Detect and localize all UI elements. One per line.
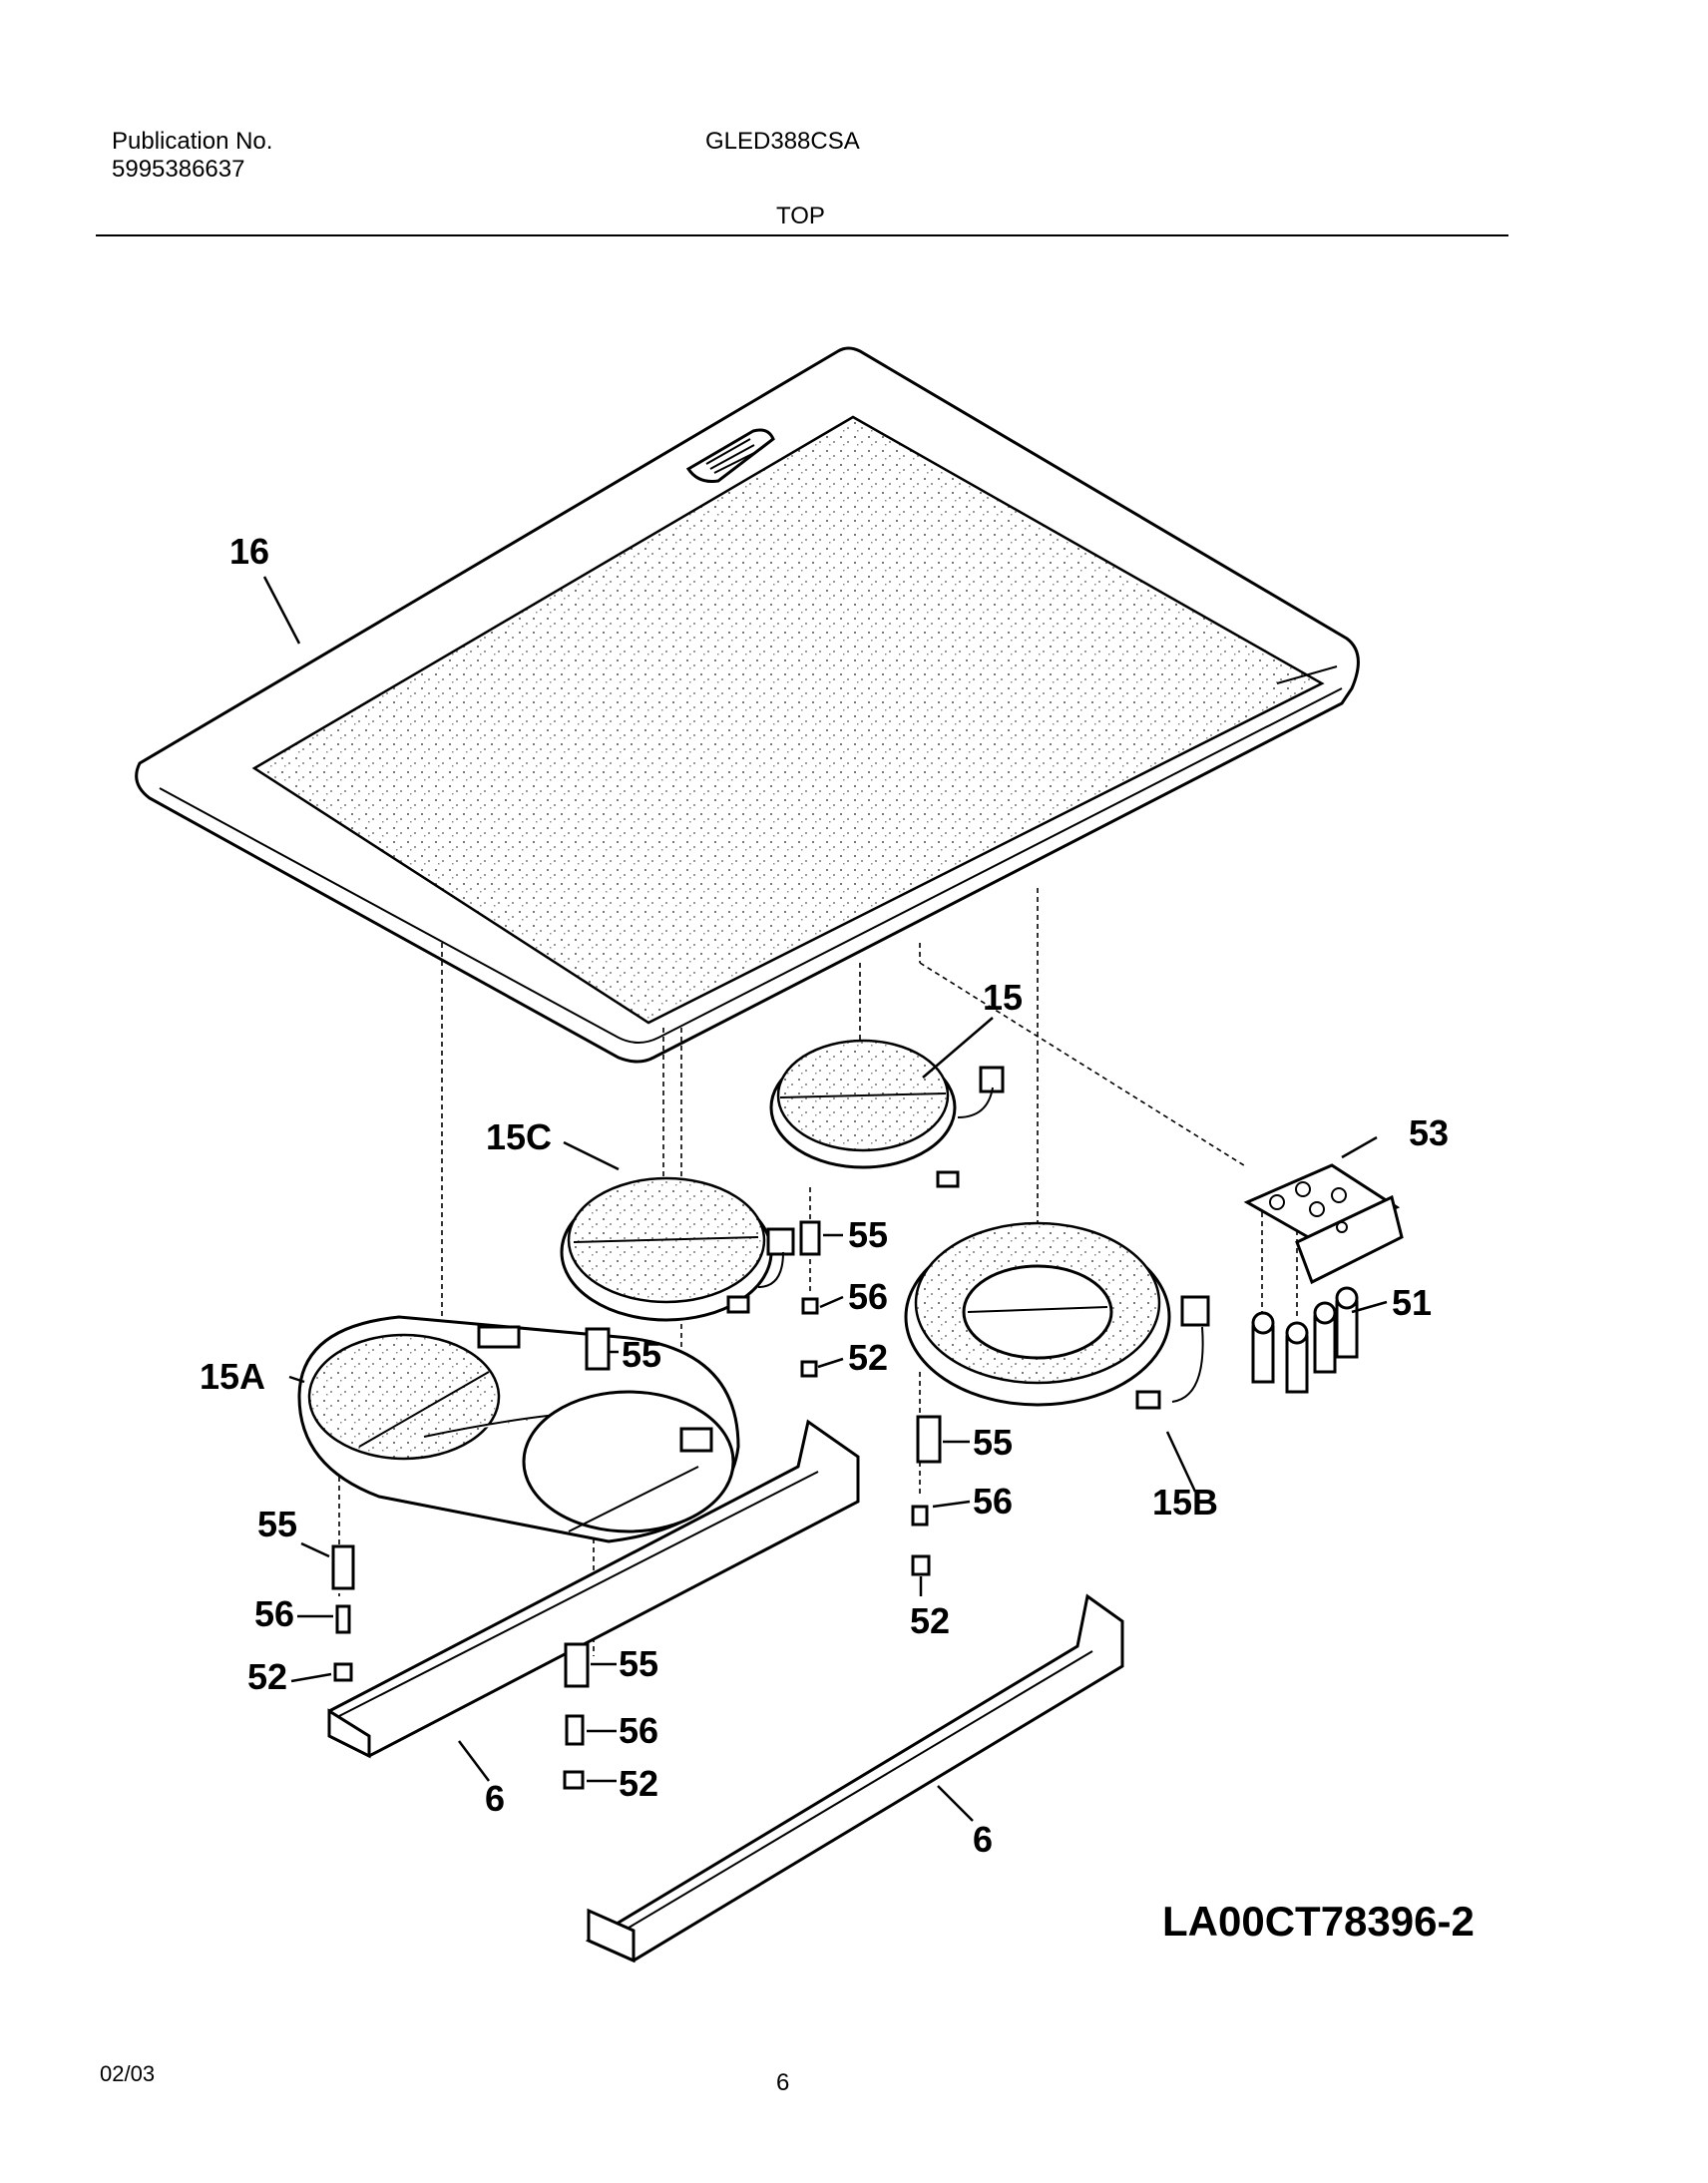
publication-date: 02/03: [100, 2061, 156, 2086]
callout-55-b: 55: [622, 1334, 661, 1375]
header-divider: [96, 234, 1508, 236]
section-title: TOP: [776, 203, 825, 229]
callout-52-c: 52: [910, 1600, 950, 1641]
model-number: GLED388CSA: [705, 128, 860, 155]
vent-grille: [685, 428, 775, 483]
publication-label: Publication No.: [112, 128, 273, 155]
callout-52-d: 52: [247, 1656, 287, 1697]
indicator-lights-51: [1251, 1286, 1359, 1394]
callout-56-a: 56: [848, 1276, 888, 1317]
alignment-lines: [338, 888, 1298, 1656]
publication-number: 5995386637: [112, 156, 245, 183]
callout-51: 51: [1392, 1282, 1432, 1323]
support-bracket-6-right: [585, 1593, 1124, 1964]
callout-16: 16: [229, 531, 269, 572]
callout-leaders: [262, 576, 1388, 1822]
callout-15c: 15C: [486, 1116, 552, 1157]
dual-radiant-element-15a: [297, 1315, 740, 1543]
switch-bracket-53: [1243, 1163, 1404, 1285]
callout-6-b: 6: [973, 1819, 993, 1860]
callout-55-a: 55: [848, 1214, 888, 1255]
page-number: 6: [776, 2069, 790, 2096]
callout-52-a: 52: [848, 1337, 888, 1378]
diagram-code: LA00CT78396-2: [1162, 1898, 1475, 1945]
callout-6-a: 6: [485, 1778, 505, 1819]
callout-55-d: 55: [257, 1504, 297, 1544]
callout-56-d: 56: [254, 1593, 294, 1634]
callout-56-e: 56: [619, 1710, 658, 1751]
callout-15: 15: [983, 977, 1023, 1018]
radiant-element-15b: [904, 1221, 1210, 1410]
callout-53: 53: [1409, 1112, 1449, 1153]
callout-15a: 15A: [200, 1356, 265, 1397]
callout-56-c: 56: [973, 1481, 1013, 1522]
hardware-fasteners: [331, 1220, 942, 1790]
radiant-element-15c: [560, 1176, 795, 1322]
callout-labels: 16 15 15C 53 55 56 52 51 15A 55 55 56 15…: [200, 531, 1449, 1860]
callout-52-e: 52: [619, 1763, 658, 1804]
callout-15b: 15B: [1152, 1482, 1218, 1523]
callout-55-c: 55: [973, 1422, 1013, 1463]
cooktop-top-assembly: [135, 346, 1360, 1064]
callout-55-e: 55: [619, 1643, 658, 1684]
radiant-element-15: [769, 1039, 1005, 1188]
support-bracket-6-left: [327, 1419, 860, 1759]
